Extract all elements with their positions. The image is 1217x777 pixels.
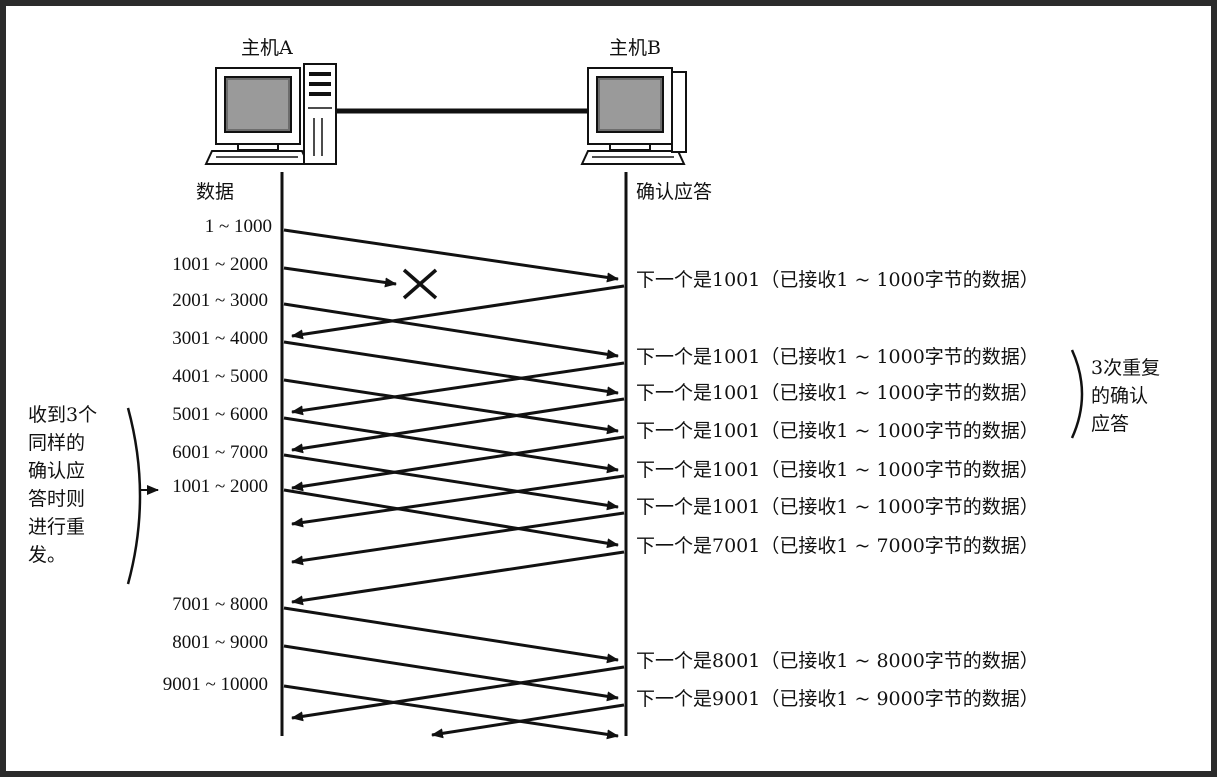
data-arrow: [283, 228, 619, 283]
retransmit-arrow: [283, 488, 619, 549]
duplicate-ack-note: 3次重复 的确认 应答: [1091, 357, 1160, 435]
svg-text:进行重: 进行重: [28, 516, 85, 538]
data-arrow: [283, 340, 619, 397]
ack-label: 下一个是1001（已接收1 ~ 1000字节的数据）: [636, 382, 1039, 404]
host-b-computer-icon: [580, 67, 687, 165]
figure-frame: 主机A 主机B 数据 确认应答 1 ~ 1000 1001 ~ 2000 200…: [6, 6, 1211, 771]
ack-label: 下一个是1001（已接收1 ~ 1000字节的数据）: [636, 496, 1039, 518]
data-arrows: [283, 228, 619, 740]
ack-arrow: [291, 550, 625, 606]
ack-arrow: [291, 361, 625, 416]
svg-text:同样的: 同样的: [28, 432, 85, 454]
data-arrow: [283, 684, 619, 740]
segment-label: 8001 ~ 9000: [172, 632, 268, 653]
ack-arrow: [291, 511, 625, 566]
svg-text:3次重复: 3次重复: [1091, 357, 1160, 379]
ack-arrows: [291, 284, 625, 739]
ack-arrow: [291, 397, 625, 454]
retransmission-diagram: 主机A 主机B 数据 确认应答 1 ~ 1000 1001 ~ 2000 200…: [28, 37, 1160, 740]
ack-column-header: 确认应答: [636, 181, 712, 203]
segment-label: 1001 ~ 2000: [172, 476, 268, 497]
ack-label: 下一个是1001（已接收1 ~ 1000字节的数据）: [636, 420, 1039, 442]
lost-data-arrow: [283, 266, 397, 288]
segment-label: 1 ~ 1000: [205, 216, 272, 237]
ack-label: 下一个是8001（已接收1 ~ 8000字节的数据）: [636, 650, 1039, 672]
svg-text:发。: 发。: [28, 544, 66, 566]
ack-arrow: [431, 703, 625, 739]
segment-label: 6001 ~ 7000: [172, 442, 268, 463]
segment-label: 5001 ~ 6000: [172, 404, 268, 425]
ack-arrow: [291, 284, 625, 340]
packet-lost-icon: [402, 268, 438, 300]
data-column-header: 数据: [196, 181, 234, 203]
ack-label: 下一个是1001（已接收1 ~ 1000字节的数据）: [636, 346, 1039, 368]
svg-text:的确认: 的确认: [1091, 385, 1148, 407]
fast-retransmit-note: 收到3个 同样的 确认应 答时则 进行重 发。: [28, 404, 97, 566]
data-arrow: [283, 644, 619, 702]
ack-label: 下一个是7001（已接收1 ~ 7000字节的数据）: [636, 535, 1039, 557]
fast-retransmit-bracket: [126, 407, 142, 585]
host-b-label: 主机B: [609, 37, 661, 59]
segment-label: 7001 ~ 8000: [172, 594, 268, 615]
ack-arrow: [291, 665, 625, 722]
svg-text:确认应: 确认应: [28, 460, 85, 482]
ack-label: 下一个是1001（已接收1 ~ 1000字节的数据）: [636, 269, 1039, 291]
ack-label: 下一个是9001（已接收1 ~ 9000字节的数据）: [636, 688, 1039, 710]
segment-labels: 1 ~ 1000 1001 ~ 2000 2001 ~ 3000 3001 ~ …: [163, 216, 272, 695]
segment-label: 4001 ~ 5000: [172, 366, 268, 387]
svg-text:应答: 应答: [1091, 413, 1129, 435]
svg-text:收到3个: 收到3个: [28, 404, 97, 426]
segment-label: 9001 ~ 10000: [163, 674, 268, 695]
data-arrow: [283, 378, 619, 435]
duplicate-ack-bracket: [1070, 349, 1084, 439]
ack-labels: 下一个是1001（已接收1 ~ 1000字节的数据） 下一个是1001（已接收1…: [636, 269, 1039, 710]
data-arrow: [283, 302, 619, 360]
svg-text:答时则: 答时则: [28, 488, 85, 510]
data-arrow: [283, 606, 619, 664]
host-a-label: 主机A: [241, 37, 293, 59]
segment-label: 2001 ~ 3000: [172, 290, 268, 311]
ack-arrow: [291, 435, 625, 492]
segment-label: 3001 ~ 4000: [172, 328, 268, 349]
data-arrow: [283, 453, 619, 511]
data-arrow: [283, 416, 619, 474]
ack-arrow: [291, 474, 625, 528]
ack-label: 下一个是1001（已接收1 ~ 1000字节的数据）: [636, 459, 1039, 481]
host-a-computer-icon: [204, 63, 337, 165]
segment-label: 1001 ~ 2000: [172, 254, 268, 275]
